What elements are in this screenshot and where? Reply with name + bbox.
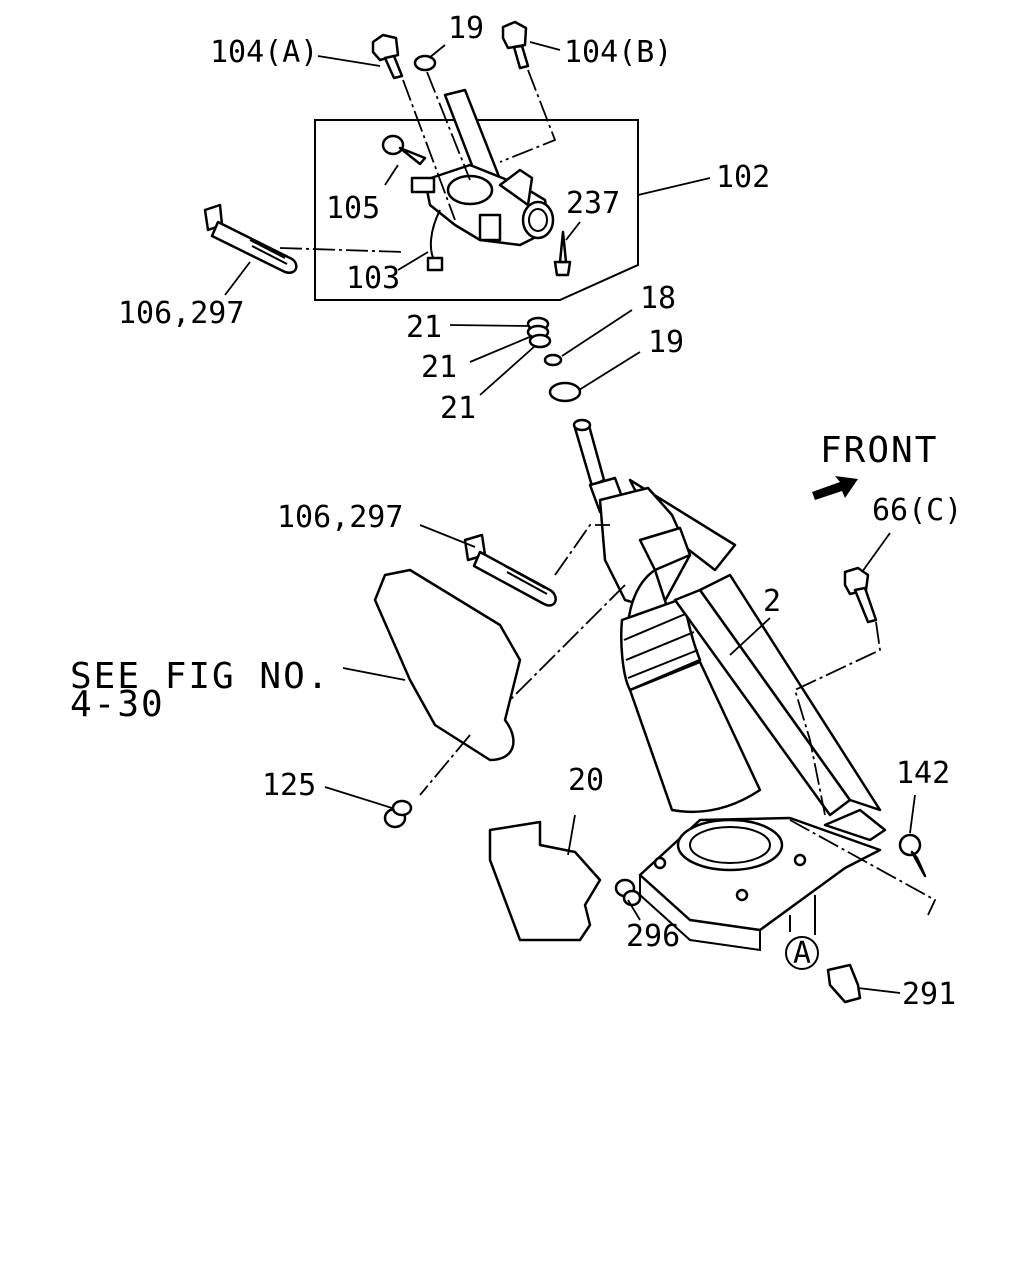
label-see-fig-line1: SEE FIG NO. bbox=[70, 656, 330, 697]
o-ring-19-top bbox=[413, 54, 437, 72]
leader-lines bbox=[224, 41, 937, 994]
bolt-104a bbox=[371, 33, 404, 80]
screw-142 bbox=[898, 833, 927, 878]
label-18: 18 bbox=[640, 281, 676, 316]
clip-291 bbox=[826, 963, 862, 1004]
cable-tie-mid bbox=[463, 533, 557, 607]
callout-labels: 104(A) 19 104(B) 102 105 237 103 106,297… bbox=[70, 11, 962, 1012]
label-106-297-mid: 106,297 bbox=[277, 500, 403, 535]
steering-column-2 bbox=[572, 418, 887, 952]
label-237: 237 bbox=[566, 186, 620, 221]
label-102: 102 bbox=[716, 160, 770, 195]
washers bbox=[526, 316, 582, 403]
label-20: 20 bbox=[568, 763, 604, 798]
label-104a: 104(A) bbox=[210, 35, 318, 70]
label-front: FRONT bbox=[820, 430, 938, 471]
label-21-a: 21 bbox=[406, 310, 442, 345]
label-19-top: 19 bbox=[448, 11, 484, 46]
label-21-b: 21 bbox=[421, 350, 457, 385]
label-106-297-top: 106,297 bbox=[118, 296, 244, 331]
shield-20 bbox=[488, 820, 602, 942]
label-104b: 104(B) bbox=[564, 35, 672, 70]
label-142: 142 bbox=[896, 756, 950, 791]
label-296: 296 bbox=[626, 919, 680, 954]
label-105: 105 bbox=[326, 191, 380, 226]
clip-125 bbox=[383, 799, 413, 829]
label-291: 291 bbox=[902, 977, 956, 1012]
cable-tie-top bbox=[203, 203, 298, 274]
column-cover bbox=[373, 568, 522, 762]
bolt-104b bbox=[501, 20, 530, 70]
label-circle-a: A bbox=[793, 936, 811, 971]
label-19-mid: 19 bbox=[648, 325, 684, 360]
label-125: 125 bbox=[262, 768, 316, 803]
label-see-fig-line2: 4-30 bbox=[70, 684, 165, 725]
arrow-icon bbox=[812, 476, 858, 500]
label-103: 103 bbox=[346, 261, 400, 296]
bolt-66c bbox=[843, 566, 878, 624]
label-66c: 66(C) bbox=[872, 493, 962, 528]
switch-assembly-102 bbox=[314, 88, 639, 301]
label-2: 2 bbox=[763, 584, 781, 619]
label-21-c: 21 bbox=[440, 391, 476, 426]
